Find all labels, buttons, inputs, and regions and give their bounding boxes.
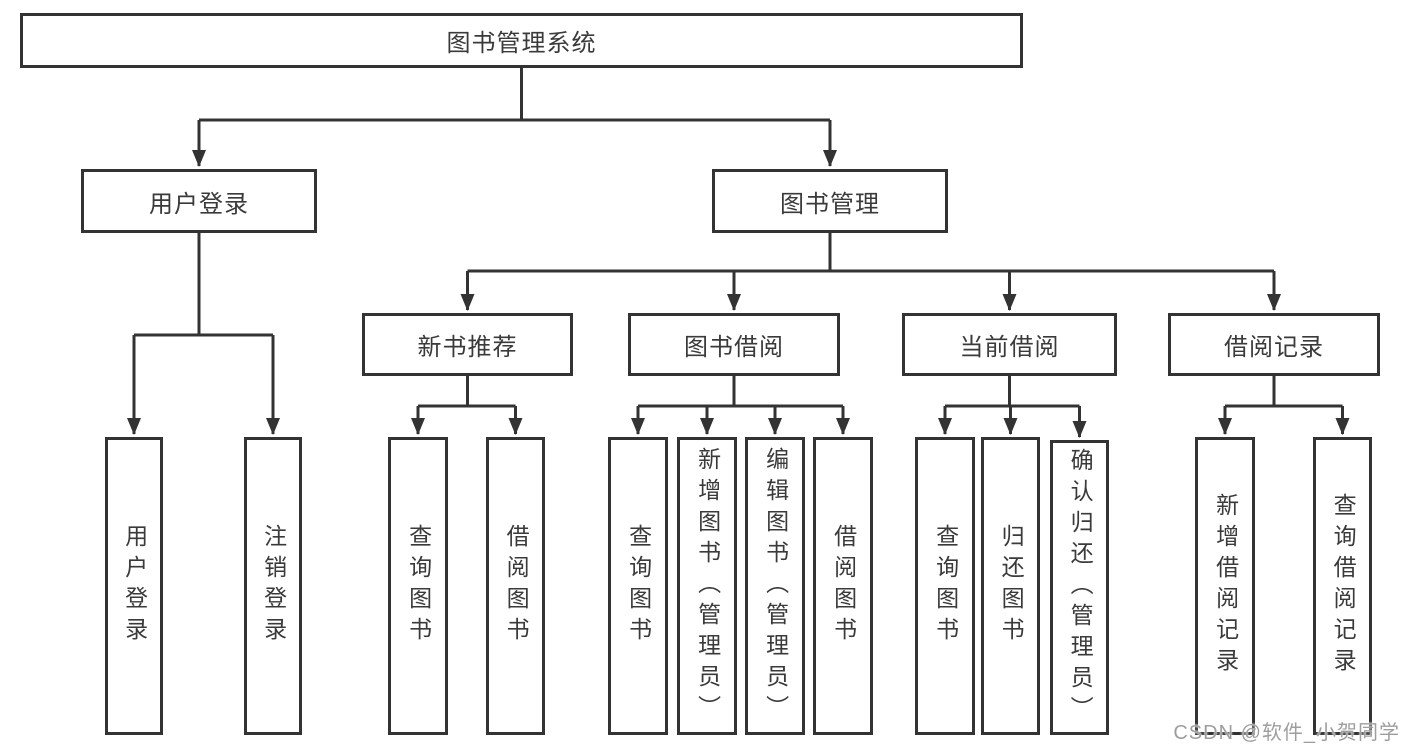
leaf-borrow-books-2: 借阅图书 xyxy=(813,437,873,735)
branch-book-management xyxy=(460,233,1281,311)
leaf-query-books-1: 查询图书 xyxy=(388,437,448,735)
node-label: 新增借阅记录 xyxy=(1212,493,1239,679)
leaf-query-books-3: 查询图书 xyxy=(915,437,975,735)
leaf-query-books-2: 查询图书 xyxy=(608,437,668,735)
node-label: 当前借阅 xyxy=(959,334,1060,361)
leaf-logout: 注销登录 xyxy=(244,437,302,735)
branch-borrow-records xyxy=(1218,376,1350,435)
node-label: 新增图书（管理员） xyxy=(694,446,721,726)
branch-current-borrow xyxy=(938,376,1087,438)
node-label: 借阅图书 xyxy=(503,524,530,648)
leaf-query-borrow-record: 查询借阅记录 xyxy=(1313,437,1372,735)
leaf-return-books: 归还图书 xyxy=(981,437,1040,735)
node-label: 用户登录 xyxy=(121,524,148,648)
node-label: 查询图书 xyxy=(405,524,432,648)
node-label: 查询图书 xyxy=(625,524,652,648)
node-label: 查询借阅记录 xyxy=(1330,493,1357,679)
node-current-borrowing: 当前借阅 xyxy=(902,313,1117,376)
leaf-borrow-books-1: 借阅图书 xyxy=(486,437,545,735)
node-borrowing-records: 借阅记录 xyxy=(1168,313,1380,376)
node-label: 确认归还（管理员） xyxy=(1067,448,1094,727)
branch-new-book-rec xyxy=(411,376,523,435)
node-label: 新书推荐 xyxy=(417,334,518,361)
node-label: 注销登录 xyxy=(260,524,287,648)
node-label: 编辑图书（管理员） xyxy=(762,446,789,726)
node-label: 图书借阅 xyxy=(684,334,784,361)
leaf-add-borrow-record: 新增借阅记录 xyxy=(1195,437,1255,735)
node-label: 图书管理 xyxy=(780,190,880,218)
node-label: 归还图书 xyxy=(998,524,1025,648)
node-label: 查询图书 xyxy=(932,524,959,648)
node-new-book-recommendation: 新书推荐 xyxy=(362,313,573,376)
node-label: 借阅图书 xyxy=(830,524,857,648)
node-label: 借阅记录 xyxy=(1224,334,1324,361)
node-label: 用户登录 xyxy=(149,190,249,218)
branch-root xyxy=(192,68,837,167)
node-user-login: 用户登录 xyxy=(81,169,317,233)
node-label: 图书管理系统 xyxy=(446,30,597,57)
node-book-borrowing: 图书借阅 xyxy=(628,313,840,376)
node-book-management: 图书管理 xyxy=(712,169,948,233)
leaf-edit-books-admin: 编辑图书（管理员） xyxy=(745,437,805,735)
branch-book-borrow xyxy=(631,376,850,435)
watermark: CSDN @软件_小贺同学 xyxy=(1173,722,1400,744)
leaf-user-login: 用户登录 xyxy=(105,437,163,735)
branch-user-login xyxy=(127,233,280,435)
leaf-add-books-admin: 新增图书（管理员） xyxy=(677,437,737,735)
leaf-confirm-return-admin: 确认归还（管理员） xyxy=(1050,440,1109,735)
node-book-management-system: 图书管理系统 xyxy=(20,13,1023,68)
